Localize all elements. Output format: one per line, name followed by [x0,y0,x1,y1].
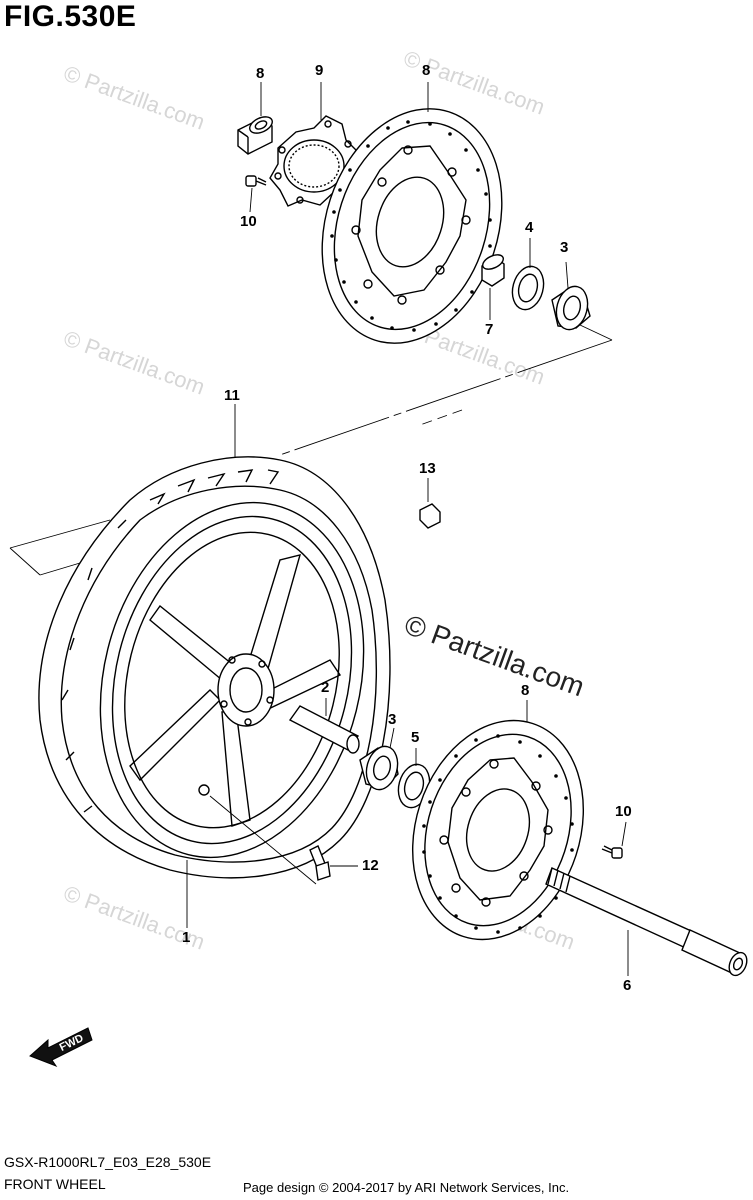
part-12-valve-stem [309,845,331,881]
callout-4-lower: 5 [411,729,420,746]
tire-tread-grooves [61,469,280,813]
part-2-spacer-tube [288,705,360,754]
part-3-bearing-lower [359,745,399,791]
callout-1: 1 [182,929,191,946]
part-5-axle [545,867,748,977]
callout-6: 8 [256,65,265,82]
callout-3-lower: 3 [388,711,397,728]
callout-4-top: 4 [525,219,534,236]
part-10-bolt-lower [601,845,623,859]
part-6-collar [237,116,273,155]
part-10-bolt-top [245,175,267,187]
callout-7: 7 [485,321,494,338]
callout-8-lower: 8 [521,682,530,699]
part-8-brake-disc-top [321,108,503,344]
copyright-notice: Page design © 2004-2017 by ARI Network S… [243,1180,570,1195]
callout-5: 6 [623,977,632,994]
fwd-arrow-icon: FWD [29,1027,93,1068]
callout-3-top: 3 [560,239,569,256]
part-13-balance-weight [419,503,441,529]
callout-2: 2 [321,679,330,696]
leader-lines [186,82,629,976]
callout-9: 9 [315,62,324,79]
callout-10-lower: 10 [615,803,632,820]
callout-8-top: 8 [422,62,431,79]
callout-13: 13 [419,460,436,477]
model-code: GSX-R1000RL7_E03_E28_530E [4,1154,212,1170]
part-9-sensor-rotor [269,115,357,207]
part-1-wheel-rim [99,501,365,859]
callout-11: 11 [224,387,240,404]
callout-10-top: 10 [240,213,257,230]
exploded-boundary-lines [9,324,613,576]
callout-12: 12 [362,857,379,874]
part-7-spacer [481,254,505,287]
section-name: FRONT WHEEL [4,1176,106,1192]
figure-title: FIG.530E [4,0,137,33]
part-4-oil-seal-top [511,265,545,311]
part-3-bearing-top [551,285,591,331]
part-8-brake-disc-lower [411,719,585,941]
